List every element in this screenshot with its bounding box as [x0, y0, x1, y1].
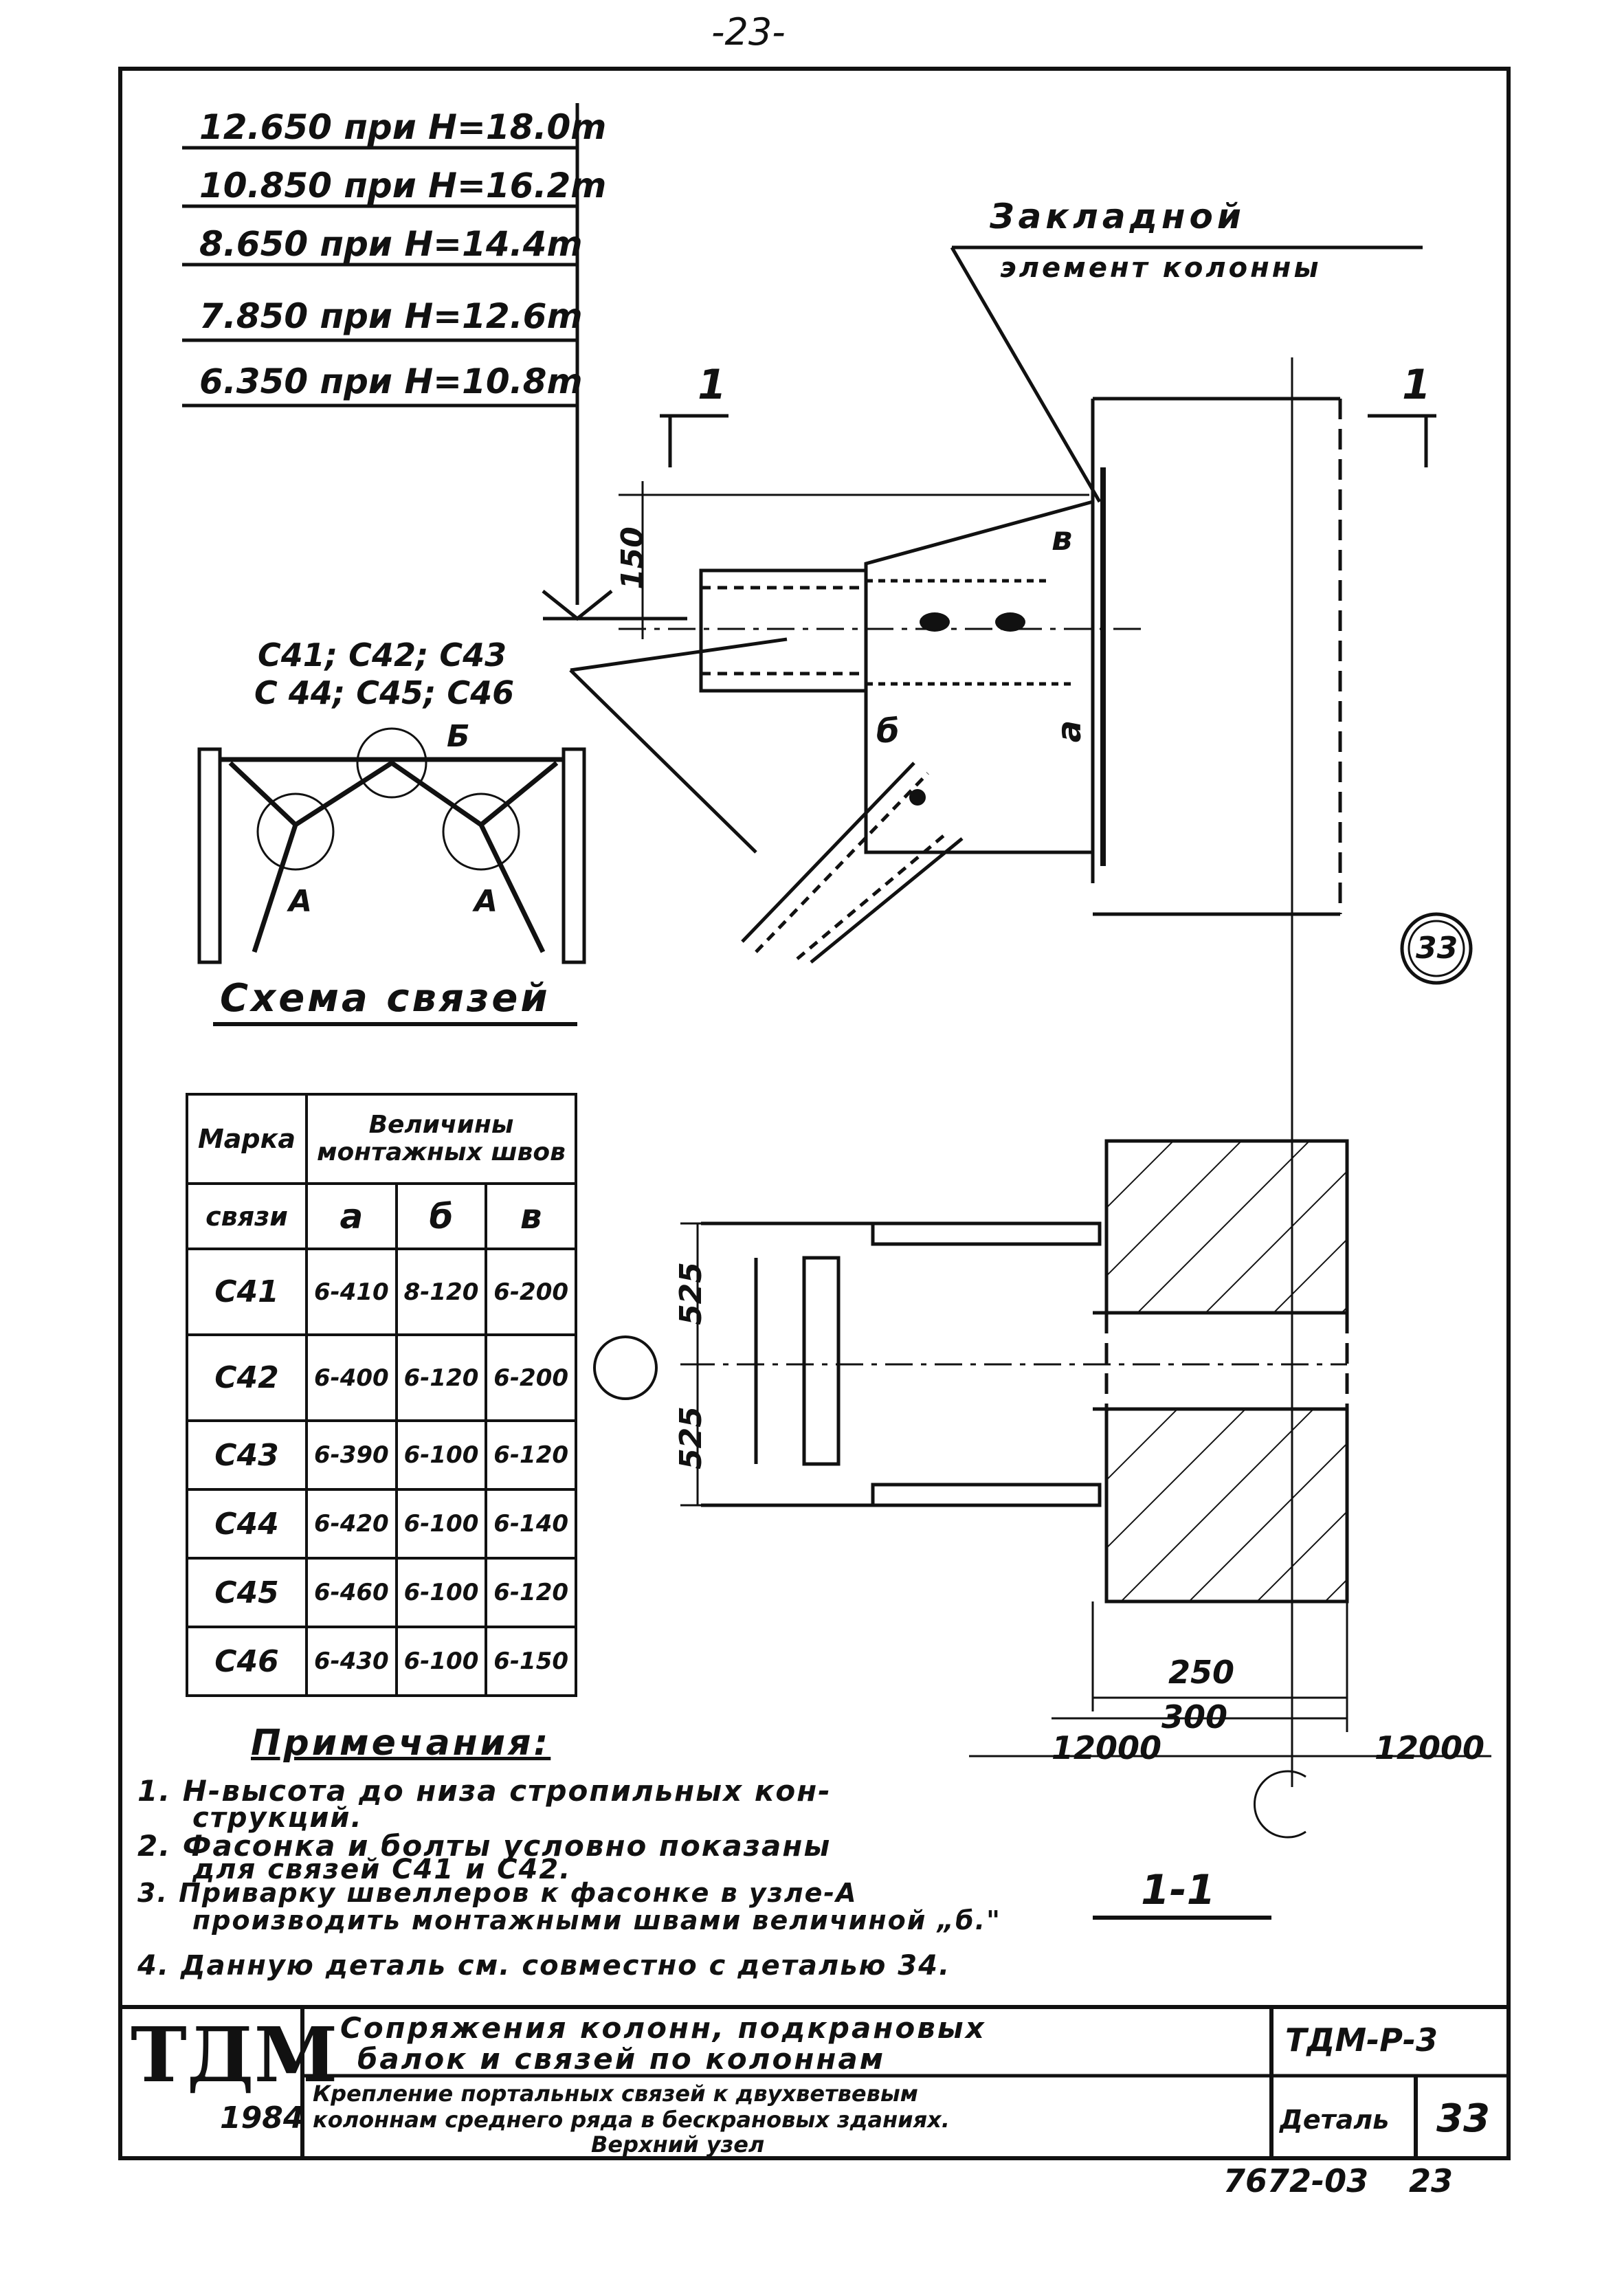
- table-row: С46 6-430 6-100 6-150: [186, 1626, 577, 1697]
- series-code: ТДМ-Р-3: [1285, 2021, 1438, 2059]
- weld-table: Марка Величины монтажных швов связи а б …: [186, 1093, 577, 1697]
- sheet-frame: [118, 67, 1511, 2160]
- dim-525-top: 525: [673, 1262, 709, 1325]
- scheme-node-b: Б: [447, 719, 470, 754]
- note-line-1: 1. H-высота до низа стропильных кон-: [137, 1774, 832, 1808]
- sheet-number: 23: [1409, 2162, 1454, 2199]
- note-line-6: производить монтажными швами величиной „…: [192, 1905, 1001, 1936]
- table-col-b: б: [394, 1182, 488, 1250]
- scheme-node-a1: А: [289, 884, 313, 919]
- dim-300: 300: [1161, 1698, 1228, 1736]
- note-line-7: 4. Данную деталь см. совместно с деталью…: [137, 1950, 951, 1982]
- row-v: 6-200: [485, 1333, 577, 1422]
- table-row: С42 6-400 6-120 6-200: [186, 1333, 577, 1422]
- elevation-5: 6.350 при H=10.8m: [199, 362, 583, 401]
- table-row: С41 6-410 8-120 6-200: [186, 1248, 577, 1336]
- row-mark: С46: [186, 1626, 308, 1697]
- sheet-desc-1: Крепление портальных связей к двухветвев…: [313, 2081, 918, 2107]
- weld-mark-v: в: [1052, 520, 1073, 558]
- dim-525-bottom: 525: [673, 1406, 709, 1470]
- row-b: 6-100: [394, 1488, 488, 1560]
- elevation-2: 10.850 при H=16.2m: [199, 166, 607, 206]
- row-a: 6-420: [305, 1488, 398, 1560]
- note-line-5: 3. Приварку швеллеров к фасонке в узле-А: [137, 1878, 858, 1908]
- table-header-mark: Марка: [186, 1093, 308, 1185]
- logo-tdm: ТДМ: [131, 2010, 338, 2099]
- row-v: 6-120: [485, 1419, 577, 1491]
- row-a: 6-400: [305, 1333, 398, 1422]
- row-a: 6-430: [305, 1626, 398, 1697]
- row-v: 6-120: [485, 1557, 577, 1628]
- row-b: 6-120: [394, 1333, 488, 1422]
- weld-mark-b: б: [876, 712, 900, 751]
- scheme-title: Схема связей: [220, 976, 550, 1021]
- dim-12000-left: 12000: [1052, 1729, 1162, 1766]
- row-v: 6-200: [485, 1248, 577, 1336]
- section-mark-right: 1: [1402, 361, 1431, 409]
- row-mark: С44: [186, 1488, 308, 1560]
- row-b: 8-120: [394, 1248, 488, 1336]
- row-mark: С42: [186, 1333, 308, 1422]
- table-header-bracing: связи: [186, 1182, 308, 1250]
- detail-label: Деталь: [1280, 2105, 1390, 2135]
- table-row: С45 6-460 6-100 6-120: [186, 1557, 577, 1628]
- row-b: 6-100: [394, 1557, 488, 1628]
- brace-marks-line1: С41; С42; С43: [258, 636, 507, 674]
- table-col-a: а: [305, 1182, 398, 1250]
- weld-mark-a: а: [1050, 720, 1089, 743]
- dim-150: 150: [614, 526, 650, 590]
- row-a: 6-410: [305, 1248, 398, 1336]
- table-header-values: Величины монтажных швов: [305, 1093, 577, 1185]
- detail-number-mark: 33: [1416, 931, 1458, 966]
- doc-code: 7672-03: [1223, 2162, 1369, 2199]
- brace-marks-line2: С 44; С45; С46: [254, 674, 515, 711]
- detail-number: 33: [1436, 2096, 1490, 2141]
- elevation-4: 7.850 при H=12.6m: [199, 296, 583, 336]
- row-v: 6-140: [485, 1488, 577, 1560]
- table-row: С43 6-390 6-100 6-120: [186, 1419, 577, 1491]
- table-row: С44 6-420 6-100 6-140: [186, 1488, 577, 1560]
- sheet-desc-2: колоннам среднего ряда в бескрановых зда…: [313, 2107, 950, 2133]
- row-v: 6-150: [485, 1626, 577, 1697]
- row-a: 6-460: [305, 1557, 398, 1628]
- table-col-v: в: [485, 1182, 577, 1250]
- row-mark: С43: [186, 1419, 308, 1491]
- project-title-1: Сопряжения колонн, подкрановых: [340, 2011, 986, 2045]
- row-a: 6-390: [305, 1419, 398, 1491]
- row-b: 6-100: [394, 1626, 488, 1697]
- embedded-element-title: Закладной: [990, 197, 1245, 236]
- dim-12000-right: 12000: [1375, 1729, 1485, 1766]
- notes-title: Примечания:: [251, 1722, 551, 1764]
- row-mark: С45: [186, 1557, 308, 1628]
- page-number: -23-: [711, 10, 786, 54]
- logo-year: 1984: [220, 2100, 304, 2136]
- note-line-2: струкций.: [192, 1802, 363, 1834]
- elevation-3: 8.650 при H=14.4m: [199, 224, 583, 264]
- note-line-4: для связей С41 и С42.: [192, 1854, 572, 1885]
- note-line-3: 2. Фасонка и болты условно показаны: [137, 1829, 832, 1863]
- scheme-node-a2: А: [474, 884, 498, 919]
- section-title: 1-1: [1141, 1866, 1216, 1914]
- row-mark: С41: [186, 1248, 308, 1336]
- row-b: 6-100: [394, 1419, 488, 1491]
- project-title-2: балок и связей по колоннам: [357, 2042, 886, 2076]
- elevation-1: 12.650 при H=18.0m: [199, 107, 607, 147]
- section-mark-left: 1: [698, 361, 726, 409]
- dim-250: 250: [1168, 1654, 1235, 1691]
- sheet-desc-3: Верхний узел: [591, 2131, 765, 2158]
- embedded-element-subtitle: элемент колонны: [1000, 252, 1322, 284]
